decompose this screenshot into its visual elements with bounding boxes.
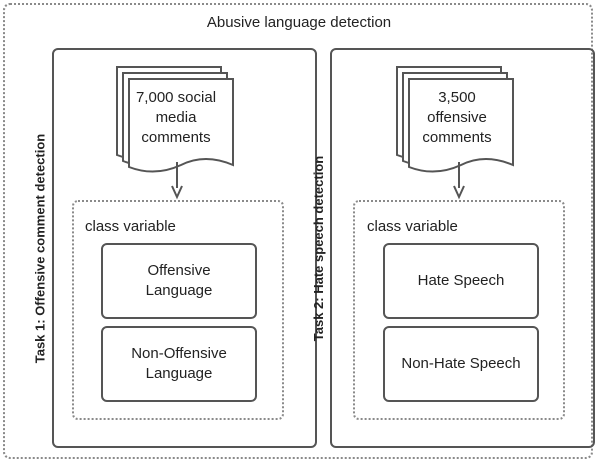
task1-dataset-text: 7,000 social media comments <box>128 88 224 148</box>
hate-speech-box: Hate Speech <box>383 243 539 319</box>
task1-panel <box>52 48 317 448</box>
task2-label: Task 2: Hate speech detection <box>307 49 331 447</box>
non-offensive-language-box: Non-Offensive Language <box>101 326 257 402</box>
task2-dataset-icon <box>396 66 514 173</box>
task1-dataset-line: comments <box>141 129 211 146</box>
task1-dataset-line: 7,000 social <box>135 89 217 106</box>
class-label-line: Non-Offensive <box>131 345 227 362</box>
task2-dataset-line: comments <box>422 129 492 146</box>
outer-frame <box>3 3 593 459</box>
class-label-line: Hate Speech <box>417 272 505 289</box>
class-label-line: Language <box>145 282 213 299</box>
task2-label-text: Task 2: Hate speech detection <box>311 155 327 341</box>
task2-class-variable-box <box>353 200 565 420</box>
offensive-language-box: Offensive Language <box>101 243 257 319</box>
non-hate-speech-box: Non-Hate Speech <box>383 326 539 402</box>
task1-class-variable-box <box>72 200 284 420</box>
task2-dataset-text: 3,500 offensive comments <box>409 88 505 148</box>
class-label-line: Non-Hate Speech <box>401 355 521 372</box>
class-label-line: Language <box>145 365 213 382</box>
diagram-title: Abusive language detection <box>206 14 392 31</box>
task2-class-title: class variable <box>367 218 458 235</box>
task1-dataset-line: media <box>155 109 197 126</box>
task1-class-title: class variable <box>85 218 176 235</box>
task1-label: Task 1: Offensive comment detection <box>28 49 52 447</box>
task1-dataset-icon <box>116 66 234 173</box>
task2-dataset-line: 3,500 <box>438 89 476 106</box>
task2-arrow <box>453 162 465 200</box>
task1-arrow <box>171 162 183 200</box>
task2-panel <box>330 48 595 448</box>
task1-label-text: Task 1: Offensive comment detection <box>32 133 48 363</box>
task2-dataset-line: offensive <box>427 109 487 126</box>
class-label-line: Offensive <box>147 262 211 279</box>
